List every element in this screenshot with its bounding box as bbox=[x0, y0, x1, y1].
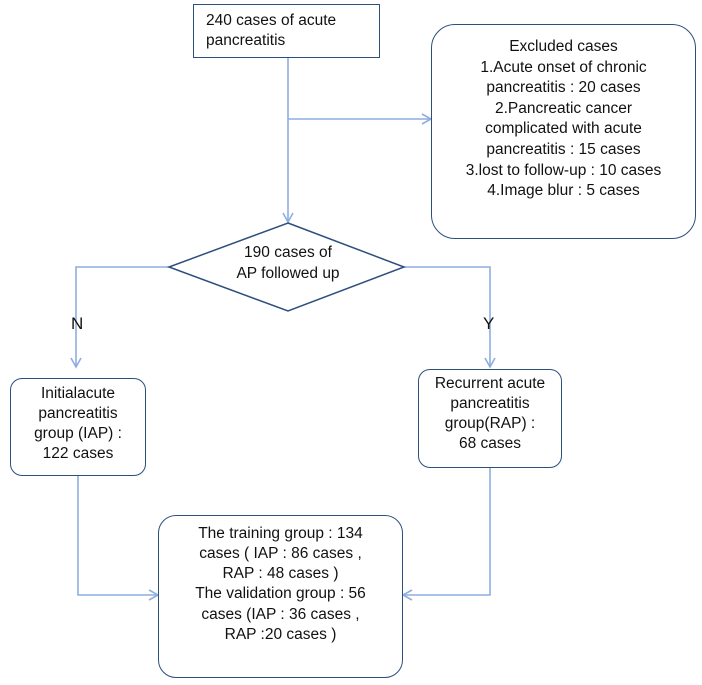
final-box: The training group : 134 cases ( IAP : 8… bbox=[158, 515, 403, 678]
excluded-line-4: complicated with acute bbox=[485, 120, 642, 138]
excluded-line-7: 4.Image blur : 5 cases bbox=[487, 182, 640, 200]
excluded-line-6: 3.lost to follow-up : 10 cases bbox=[465, 161, 662, 179]
rap-line-2: pancreatitis bbox=[450, 395, 530, 413]
branch-yes-label: Y bbox=[483, 314, 495, 333]
start-box-line-2: pancreatitis bbox=[206, 32, 286, 50]
excluded-title: Excluded cases bbox=[509, 38, 618, 55]
decision-line-1: 190 cases of bbox=[244, 244, 332, 261]
arrow-yes-branch bbox=[400, 266, 496, 369]
arrow-no-branch bbox=[70, 266, 170, 369]
iap-box: Initialacute pancreatitis group (IAP) : … bbox=[10, 378, 146, 476]
excluded-line-5: pancreatitis : 15 cases bbox=[486, 141, 641, 159]
decision-line-2: AP followed up bbox=[236, 264, 340, 282]
final-line-5: cases (IAP : 36 cases , bbox=[201, 605, 360, 623]
excluded-box: Excluded cases 1.Acute onset of chronic … bbox=[431, 24, 696, 239]
start-box: 240 cases of acute pancreatitis bbox=[193, 4, 380, 58]
final-line-6: RAP :20 cases ) bbox=[224, 625, 337, 643]
iap-line-1: Initialacute bbox=[40, 385, 116, 402]
excluded-line-1: 1.Acute onset of chronic bbox=[480, 58, 647, 76]
iap-line-2: pancreatitis bbox=[38, 405, 118, 423]
final-line-1: The training group : 134 bbox=[198, 525, 363, 542]
arrow-iap-to-final bbox=[77, 476, 160, 601]
rap-line-4: 68 cases bbox=[458, 435, 522, 453]
final-line-2: cases ( IAP : 86 cases , bbox=[199, 545, 362, 563]
rap-line-3: group(RAP) : bbox=[444, 415, 536, 433]
rap-line-1: Recurrent acute bbox=[434, 375, 546, 392]
start-box-line-1: 240 cases of acute bbox=[206, 12, 337, 29]
arrow-rap-to-final bbox=[401, 468, 491, 601]
excluded-line-3: 2.Pancreatic cancer bbox=[495, 99, 632, 117]
iap-line-3: group (IAP) : bbox=[34, 425, 122, 443]
final-line-3: RAP : 48 cases ) bbox=[222, 565, 339, 583]
decision-diamond bbox=[166, 222, 407, 312]
iap-line-4: 122 cases bbox=[42, 445, 114, 463]
branch-no-label: N bbox=[71, 314, 84, 333]
final-line-4: The validation group : 56 bbox=[195, 585, 366, 603]
rap-box: Recurrent acute pancreatitis group(RAP) … bbox=[418, 369, 562, 468]
decision-text: 190 cases of AP followed up bbox=[200, 243, 376, 285]
excluded-line-2: pancreatitis : 20 cases bbox=[486, 79, 641, 97]
